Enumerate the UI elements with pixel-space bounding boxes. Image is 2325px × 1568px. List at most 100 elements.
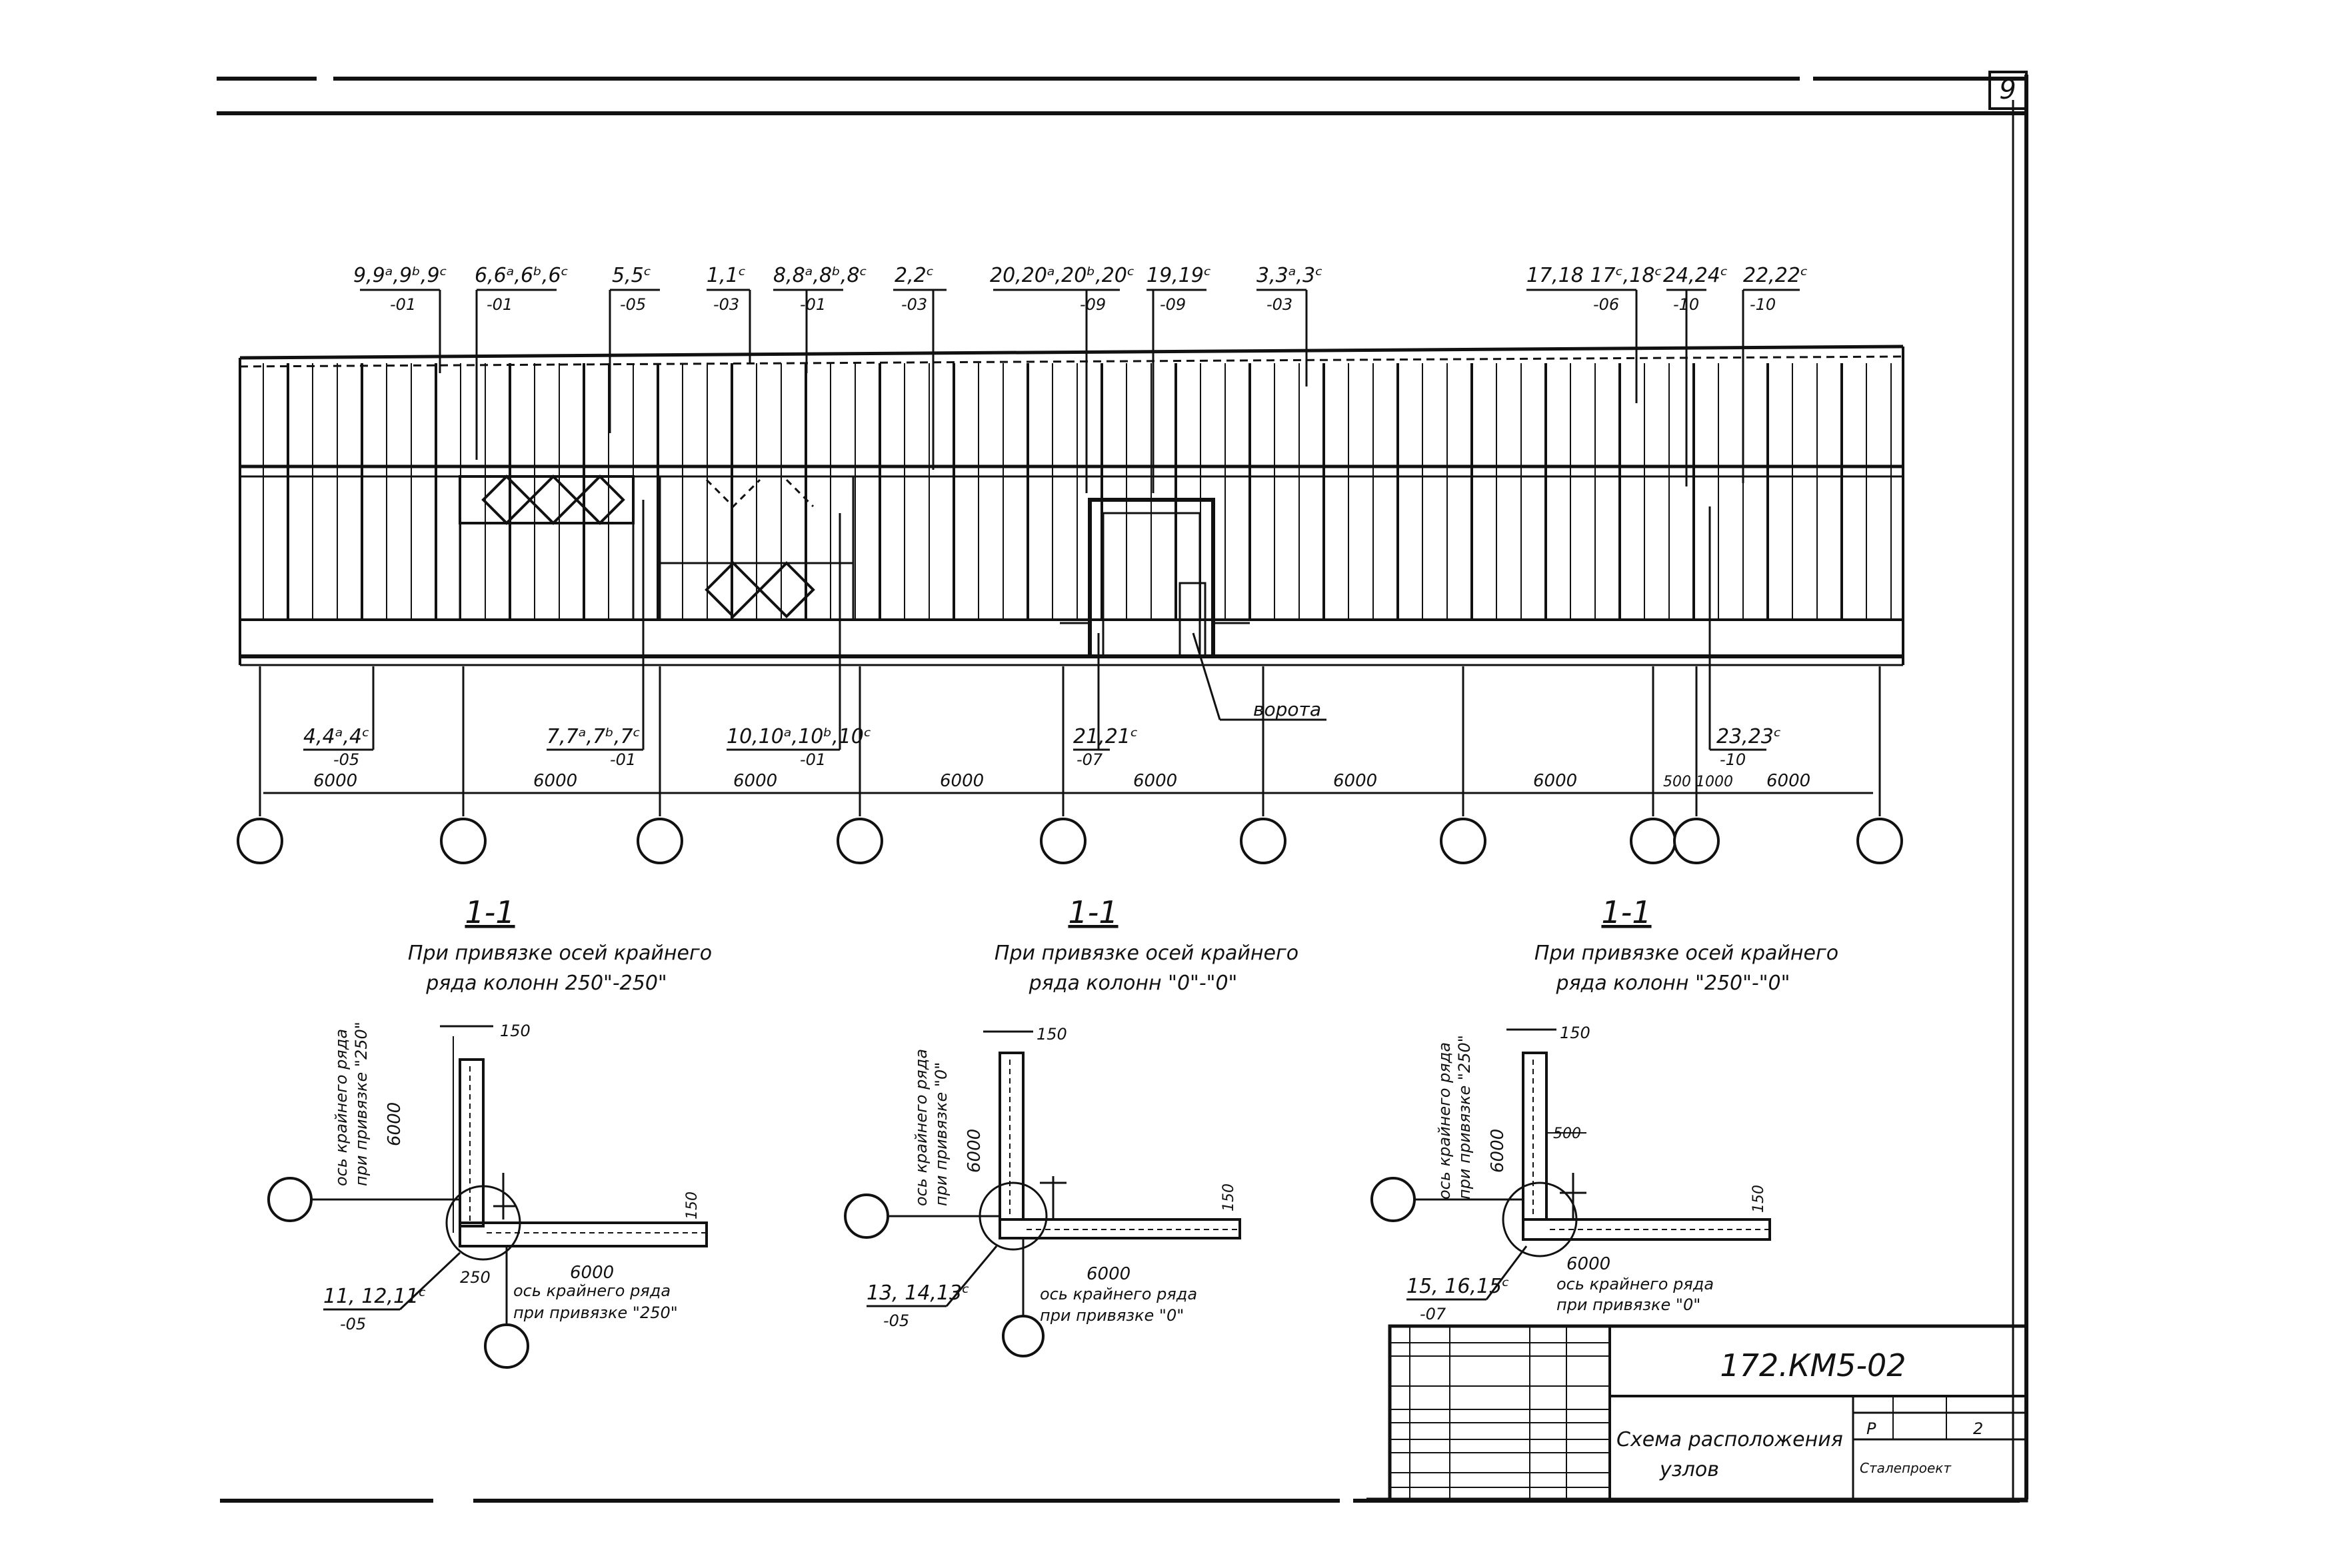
- node-sub: -03: [713, 295, 739, 314]
- axis-label: при привязке "0": [1040, 1306, 1184, 1325]
- dim-label: 6000: [1488, 1129, 1508, 1173]
- grid-axis-circle: [1630, 818, 1676, 864]
- node-sub: -05: [883, 1311, 909, 1330]
- axis-label: при привязке "250": [513, 1303, 678, 1322]
- node-label: 13, 14,13ᶜ: [867, 1281, 969, 1305]
- dim-label: 150: [684, 1191, 701, 1219]
- node-sub: -07: [1420, 1305, 1446, 1323]
- node-sub: -10: [1720, 750, 1746, 769]
- axis-label: при привязке "250": [1455, 1035, 1474, 1199]
- dim-label: 250: [460, 1268, 491, 1287]
- wall-panel-joints: [263, 363, 1892, 620]
- section-title: 1-1: [1601, 894, 1651, 930]
- node-label: 2,2ᶜ: [895, 264, 934, 287]
- gate-label: ворота: [1253, 698, 1321, 720]
- title-block: 172.КМ5-02 Схема расположения узлов Р 2 …: [1388, 1324, 2028, 1503]
- section-detail-2: 1-1 При привязке осей крайнего ряда коло…: [844, 894, 1298, 1357]
- grid-axis-circle: [1440, 818, 1486, 864]
- grid-axis-circle: [267, 1177, 313, 1222]
- axis-label: ось крайнего ряда: [1040, 1285, 1197, 1303]
- span-label: 6000: [940, 771, 984, 791]
- node-marker: 6,6ᵃ,6ᵇ,6ᶜ -01: [475, 264, 569, 460]
- stamp-cell: Сталепроект: [1860, 1460, 1952, 1476]
- dim-label: 500: [1553, 1126, 1581, 1142]
- node-marker: 19,19ᶜ-09: [1147, 264, 1211, 493]
- grid-axis-circle: [484, 1323, 529, 1369]
- grid-axis-circle: [1673, 818, 1720, 864]
- span-label: 6000: [733, 771, 777, 791]
- dim-label: 6000: [1566, 1254, 1610, 1274]
- axis-label: ось крайнего ряда: [1556, 1275, 1714, 1293]
- grid-axis-circle: [1240, 818, 1286, 864]
- node-label: 1,1ᶜ: [707, 264, 746, 287]
- wall-elevation: ворота: [239, 345, 1904, 721]
- section-title: 1-1: [1068, 894, 1118, 930]
- node-marker: 7,7ᵃ,7ᵇ,7ᶜ-01: [547, 500, 645, 769]
- sheet-number: 9: [1999, 75, 2016, 105]
- node-sub: -01: [487, 295, 513, 314]
- sheet-frame: 9: [217, 71, 2028, 1503]
- node-sub: -03: [901, 295, 927, 314]
- node-label: 4,4ᵃ,4ᶜ: [303, 725, 369, 748]
- node-sub: -01: [800, 295, 826, 314]
- node-marker: 3,3ᵃ,3ᶜ -03: [1256, 264, 1322, 387]
- node-label: 5,5ᶜ: [612, 264, 651, 287]
- section-caption: При привязке осей крайнего: [995, 942, 1298, 965]
- span-label: 6000: [1533, 771, 1577, 791]
- grid-axis-circle: [1856, 818, 1903, 864]
- section-caption: При привязке осей крайнего: [408, 942, 712, 965]
- dim-label: 6000: [385, 1102, 405, 1146]
- bottom-node-markers: 4,4ᵃ,4ᶜ -05 7,7ᵃ,7ᵇ,7ᶜ-01 10,10ᵃ,10ᵇ,10ᶜ -…: [303, 500, 1781, 769]
- node-marker: 9,9ᵃ,9ᵇ,9ᶜ -01: [353, 264, 447, 373]
- grid-axes: [237, 666, 1903, 864]
- node-marker: 21,21ᶜ-07: [1073, 633, 1138, 769]
- top-node-markers: 9,9ᵃ,9ᵇ,9ᶜ-01 6,6ᵃ,6ᵇ,6ᶜ-01 5,5ᶜ-05 1,1ᶜ…: [353, 264, 1808, 493]
- grid-axis-circle: [237, 818, 283, 864]
- node-marker: 4,4ᵃ,4ᶜ -05: [303, 666, 375, 769]
- node-sub: -05: [340, 1315, 366, 1333]
- sheet-title: узлов: [1659, 1458, 1719, 1481]
- span-label: 6000: [533, 771, 577, 791]
- dim-label: 150: [500, 1022, 531, 1040]
- node-sub: -01: [390, 295, 416, 314]
- node-label: 22,22ᶜ: [1743, 264, 1808, 287]
- node-marker: 2,2ᶜ -03: [893, 264, 947, 470]
- window-block-2: [659, 475, 855, 621]
- node-label: 6,6ᵃ,6ᵇ,6ᶜ: [475, 264, 569, 287]
- node-marker: 24,24ᶜ-10: [1663, 264, 1728, 486]
- section-caption: При привязке осей крайнего: [1534, 942, 1838, 965]
- node-label: 17,18 17ᶜ,18ᶜ: [1526, 264, 1662, 287]
- node-label: 23,23ᶜ: [1716, 725, 1781, 748]
- grid-axis-circle: [1040, 818, 1087, 864]
- dim-label: 6000: [1087, 1264, 1131, 1284]
- node-sub: -06: [1593, 295, 1619, 314]
- node-label: 15, 16,15ᶜ: [1406, 1275, 1509, 1298]
- title-block-grid: [1390, 1326, 1610, 1501]
- grid-axis-circle: [844, 1193, 889, 1239]
- node-label: 21,21ᶜ: [1073, 725, 1138, 748]
- axis-label: при привязке "250": [352, 1022, 371, 1186]
- node-sub: -05: [333, 750, 359, 769]
- section-title: 1-1: [465, 894, 515, 930]
- dim-label: 6000: [965, 1129, 985, 1173]
- grid-axis-circle: [1002, 1315, 1045, 1357]
- grid-axis-circle: [637, 818, 683, 864]
- span-label: 6000: [1133, 771, 1177, 791]
- grid-axis-circle: [1370, 1177, 1416, 1222]
- node-label: 9,9ᵃ,9ᵇ,9ᶜ: [353, 264, 447, 287]
- span-label: 500 1000: [1663, 774, 1733, 790]
- node-sub: -03: [1266, 295, 1292, 314]
- node-label: 3,3ᵃ,3ᶜ: [1256, 264, 1322, 287]
- node-label: 8,8ᵃ,8ᵇ,8ᶜ: [773, 264, 867, 287]
- node-sub: -01: [800, 750, 826, 769]
- window-block-1: [459, 474, 635, 621]
- dim-label: 150: [1750, 1185, 1767, 1213]
- span-label: 6000: [1333, 771, 1377, 791]
- node-label: 10,10ᵃ,10ᵇ,10ᶜ: [727, 725, 871, 748]
- node-label: 19,19ᶜ: [1147, 264, 1211, 287]
- dim-label: 150: [1560, 1024, 1590, 1042]
- span-dimensions: 6000 6000 6000 6000 6000 6000 6000 500 1…: [263, 771, 1873, 794]
- axis-label: ось крайнего ряда: [1435, 1042, 1454, 1199]
- node-sub: -09: [1080, 295, 1106, 314]
